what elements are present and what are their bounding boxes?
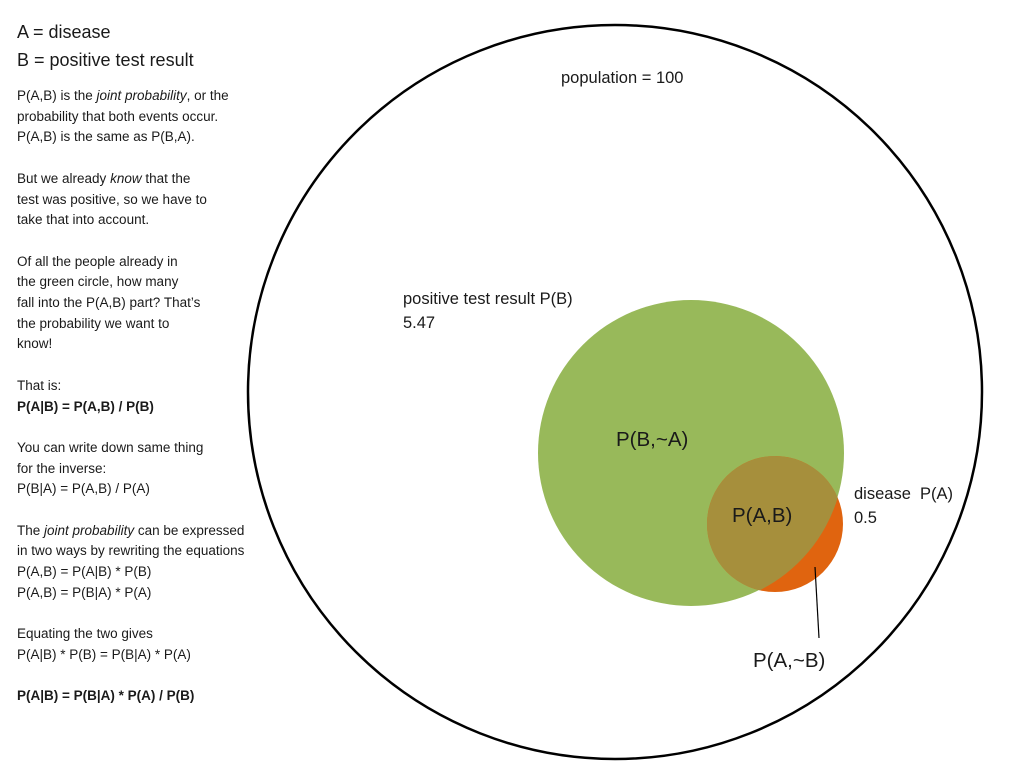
that-is-line: That is: <box>17 377 62 393</box>
two-ways-line-2: in two ways by rewriting the equations <box>17 543 245 559</box>
equating-line: Equating the two gives <box>17 626 153 642</box>
two-ways-formula-2: P(A,B) = P(B|A) * P(A) <box>17 584 152 600</box>
a-and-b-label: P(A,B) <box>732 504 793 527</box>
definition-b: B = positive test result <box>17 50 194 70</box>
green-circle-line-3: fall into the P(A,B) part? That’s <box>17 295 201 310</box>
disease-label: disease P(A) <box>854 485 954 503</box>
definition-a: A = disease <box>17 22 111 42</box>
joint-probability-line-2: probability that both events occur. <box>17 108 219 124</box>
equating-formula: P(A|B) * P(B) = P(B|A) * P(A) <box>17 646 191 662</box>
green-circle-line-5: know! <box>17 336 53 352</box>
joint-probability-line-1: P(A,B) is the joint probability, or the <box>17 88 229 103</box>
explanation-panel: A = disease B = positive test result P(A… <box>17 18 279 707</box>
population-label: population = 100 <box>561 69 684 87</box>
inverse-line-2: for the inverse: <box>17 460 107 476</box>
bayes-formula: P(A|B) = P(B|A) * P(A) / P(B) <box>17 688 195 704</box>
green-circle-line-4: the probability we want to <box>17 315 170 331</box>
population-circle <box>246 23 984 761</box>
two-ways-line-1: The joint probability can be expressed <box>17 522 245 538</box>
a-not-b-label: P(A,~B) <box>753 649 826 672</box>
positive-test-label: positive test result P(B) <box>403 290 573 308</box>
joint-probability-term-2: joint probability <box>44 522 135 538</box>
known-positive-line-3: take that into account. <box>17 212 150 228</box>
two-ways-formula-1: P(A,B) = P(A|B) * P(B) <box>17 564 152 580</box>
overlap-region <box>707 456 838 591</box>
inverse-line-1: You can write down same thing <box>17 439 204 455</box>
inverse-formula: P(B|A) = P(A,B) / P(A) <box>17 481 150 497</box>
known-positive-line-1: But we already know that the <box>17 170 191 186</box>
green-circle-line-2: the green circle, how many <box>17 274 179 290</box>
conditional-formula: P(A|B) = P(A,B) / P(B) <box>17 398 154 414</box>
known-positive-line-2: test was positive, so we have to <box>17 191 207 207</box>
know-term: know <box>110 170 142 186</box>
disease-value: 0.5 <box>854 509 877 527</box>
joint-probability-line-3: P(A,B) is the same as P(B,A). <box>17 129 195 145</box>
a-not-b-pointer <box>814 566 820 639</box>
green-circle-line-1: Of all the people already in <box>17 253 178 269</box>
b-not-a-label: P(B,~A) <box>616 428 689 451</box>
positive-test-value: 5.47 <box>403 314 436 332</box>
joint-probability-term: joint probability <box>96 88 187 103</box>
